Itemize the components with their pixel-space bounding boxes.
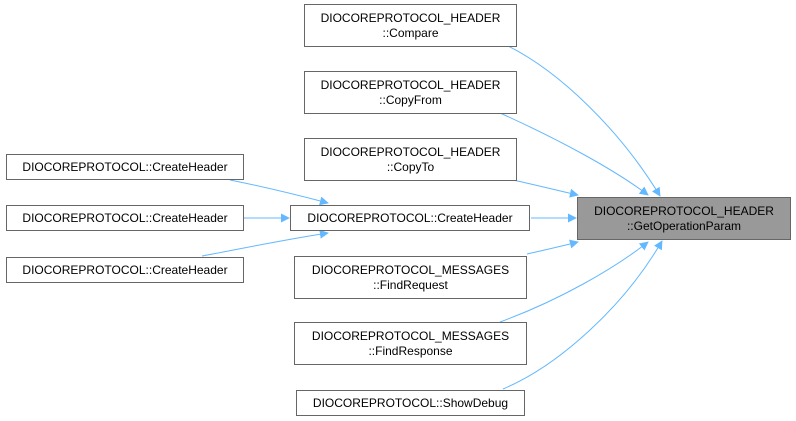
node-copyto[interactable]: DIOCOREPROTOCOL_HEADER ::CopyTo <box>304 138 517 181</box>
node-createheader-mid[interactable]: DIOCOREPROTOCOL::CreateHeader <box>290 205 530 231</box>
edge-compare-to-target <box>507 45 661 197</box>
node-line: DIOCOREPROTOCOL_HEADER <box>320 77 501 92</box>
node-line: DIOCOREPROTOCOL_MESSAGES <box>311 328 510 343</box>
node-line: DIOCOREPROTOCOL_HEADER <box>320 10 501 25</box>
node-createheader-2[interactable]: DIOCOREPROTOCOL::CreateHeader <box>6 205 244 231</box>
node-compare[interactable]: DIOCOREPROTOCOL_HEADER ::Compare <box>304 4 517 47</box>
node-findresponse[interactable]: DIOCOREPROTOCOL_MESSAGES ::FindResponse <box>294 322 527 365</box>
edge-showdebug-to-target <box>502 240 663 390</box>
node-line: DIOCOREPROTOCOL_HEADER <box>320 144 501 159</box>
node-createheader-1[interactable]: DIOCOREPROTOCOL::CreateHeader <box>6 154 244 180</box>
edge-findresponse-to-target <box>499 241 649 323</box>
node-getoperationparam[interactable]: DIOCOREPROTOCOL_HEADER ::GetOperationPar… <box>577 197 791 240</box>
edge-findrequest-to-target <box>526 239 579 255</box>
node-line: ::FindResponse <box>368 343 453 358</box>
node-line: DIOCOREPROTOCOL::ShowDebug <box>312 395 509 410</box>
node-line: ::GetOperationParam <box>626 218 742 233</box>
node-line: DIOCOREPROTOCOL::CreateHeader <box>307 210 513 225</box>
node-line: DIOCOREPROTOCOL_HEADER <box>594 203 774 218</box>
node-showdebug[interactable]: DIOCOREPROTOCOL::ShowDebug <box>296 390 525 416</box>
node-createheader-3[interactable]: DIOCOREPROTOCOL::CreateHeader <box>6 257 244 283</box>
node-line: DIOCOREPROTOCOL::CreateHeader <box>22 159 228 174</box>
node-line: DIOCOREPROTOCOL_MESSAGES <box>311 262 510 277</box>
node-line: ::FindRequest <box>373 277 448 292</box>
node-line: ::CopyTo <box>386 159 435 174</box>
node-findrequest[interactable]: DIOCOREPROTOCOL_MESSAGES ::FindRequest <box>294 256 527 299</box>
node-line: DIOCOREPROTOCOL::CreateHeader <box>22 210 228 225</box>
node-line: ::CopyFrom <box>379 92 442 107</box>
node-line: DIOCOREPROTOCOL::CreateHeader <box>22 262 228 277</box>
node-copyfrom[interactable]: DIOCOREPROTOCOL_HEADER ::CopyFrom <box>304 71 517 114</box>
edge-copyfrom-to-target <box>499 112 649 196</box>
edge-createheader3-to-mid <box>201 229 329 257</box>
node-line: ::Compare <box>382 25 439 40</box>
edge-copyto-to-target <box>512 179 579 198</box>
edge-createheader1-to-mid <box>229 179 329 206</box>
